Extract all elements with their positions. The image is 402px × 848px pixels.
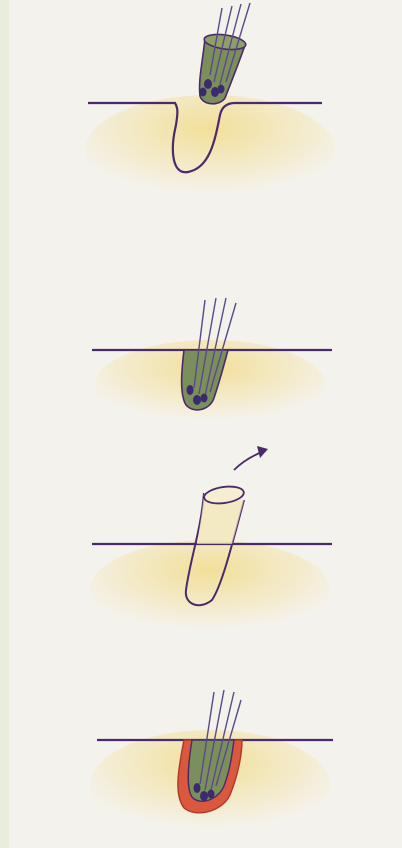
follicle-root — [204, 79, 212, 89]
panel-4 — [90, 690, 333, 840]
removal-arrow-shaft — [234, 452, 262, 470]
follicle-root — [194, 783, 201, 793]
follicle-root — [200, 791, 208, 801]
panel-2 — [92, 298, 332, 430]
floating-graft — [200, 3, 251, 104]
panel-1 — [85, 3, 335, 205]
follicle-root — [193, 395, 201, 405]
follicle-root — [201, 394, 208, 403]
follicle-root — [187, 385, 194, 395]
follicle-root — [200, 88, 207, 97]
follicle-root — [218, 85, 225, 94]
removal-arrow-head — [257, 446, 268, 458]
follicle-root — [208, 790, 215, 799]
skin-shading — [90, 540, 330, 640]
panel-3 — [90, 446, 332, 640]
